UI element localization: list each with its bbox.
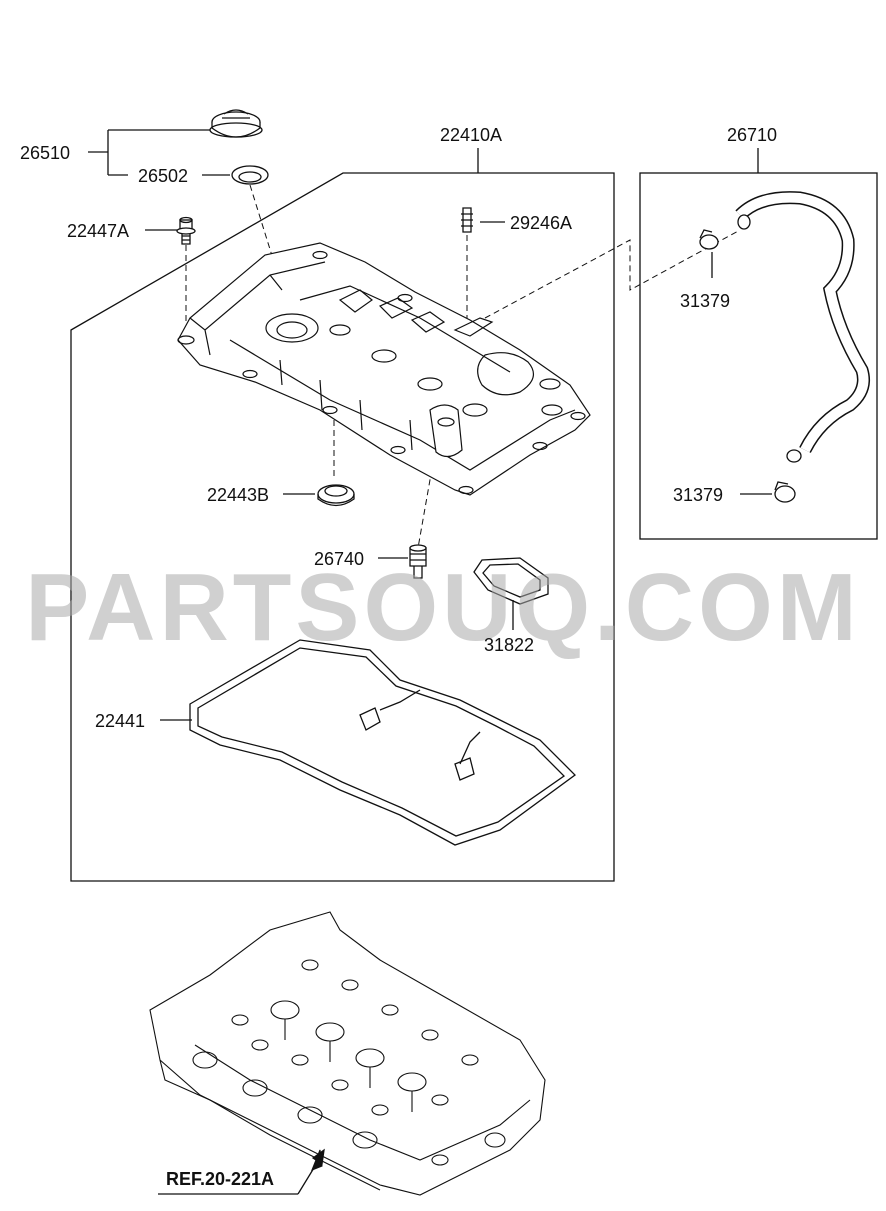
pcv-valve-drawing (409, 544, 427, 579)
watermark: PARTSOUQ.COM (25, 554, 861, 661)
leader-26510 (88, 129, 210, 176)
label-22447A: 22447A (67, 221, 130, 241)
cover-gasket-drawing (189, 639, 576, 846)
oil-cap-drawing (209, 109, 263, 138)
cylinder-head-drawing (149, 911, 546, 1196)
label-31822: 31822 (484, 635, 535, 655)
dash-valve (417, 439, 438, 549)
ref-arrow (297, 1157, 321, 1195)
label-26740: 26740 (314, 549, 365, 569)
pcv-hose-drawing (735, 191, 870, 463)
label-26502: 26502 (138, 166, 189, 186)
plug-seal-drawing (317, 484, 355, 507)
reference-label[interactable]: REF.20-221A (166, 1169, 275, 1189)
label-29246A: 29246A (510, 213, 573, 233)
dash-hose (484, 229, 741, 319)
small-gasket-drawing (473, 557, 549, 605)
bolt-drawing (176, 216, 196, 245)
rocker-cover-drawing (177, 242, 591, 496)
label-31379-upper: 31379 (680, 291, 731, 311)
label-22441: 22441 (95, 711, 146, 731)
label-22443B: 22443B (207, 485, 270, 505)
label-31379-lower: 31379 (673, 485, 724, 505)
cap-seal-drawing (231, 165, 269, 185)
cover-assembly-frame (70, 172, 615, 882)
label-22410A: 22410A (440, 125, 503, 145)
label-26510: 26510 (20, 143, 71, 163)
fitting-drawing (461, 207, 473, 233)
clamp-lower-drawing (774, 481, 796, 503)
label-26710: 26710 (727, 125, 778, 145)
clamp-upper-drawing (699, 229, 719, 250)
dash-cap-to-cover (249, 184, 293, 321)
